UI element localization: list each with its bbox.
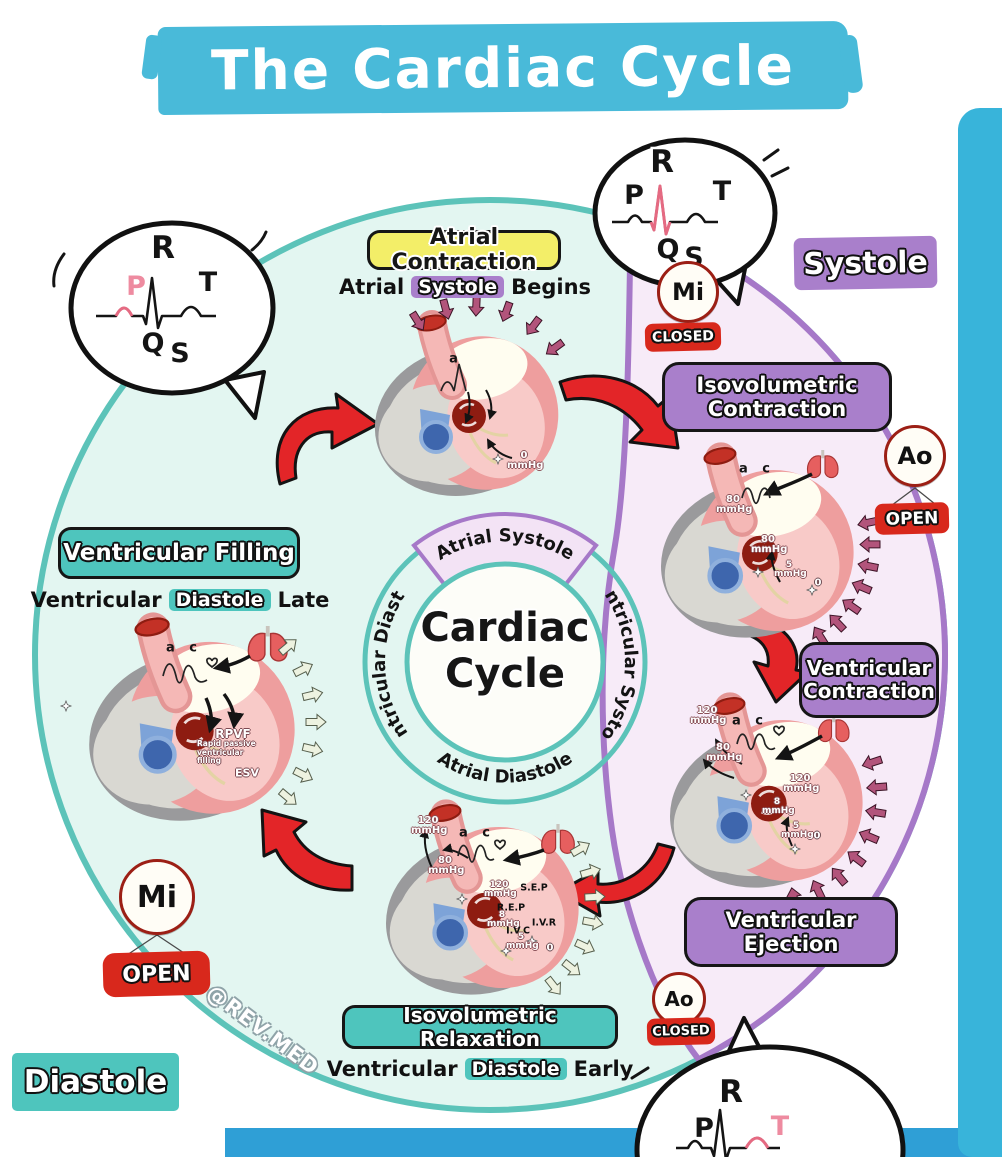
ecg-letter-s: S — [170, 338, 189, 369]
ecg-letter-r: R — [650, 144, 674, 180]
esv-label: ESV — [235, 766, 259, 780]
ecg-letter-t: T — [771, 1111, 790, 1142]
mitral-valve-status-left: OPEN — [102, 950, 211, 998]
systole-badge: Systole — [411, 276, 505, 298]
arrow-filling-to-atrial — [275, 392, 380, 486]
mitral-valve-indicator-top: Mi — [657, 261, 719, 323]
rpvf-label: RPVF — [215, 727, 251, 741]
mitral-valve-indicator-left: Mi — [119, 859, 195, 935]
subtitle-text: Ventricular — [326, 1057, 458, 1081]
center-title-line: Cycle — [445, 650, 565, 697]
subtitle-text: Late — [277, 588, 330, 612]
page-title: The Cardiac Cycle — [210, 33, 796, 103]
pressure-value: 5 mmHg — [781, 821, 814, 840]
stage-label-atrial-contraction: Atrial Contraction — [367, 225, 561, 275]
pressure-value: 8 mmHg — [762, 797, 795, 816]
pressure-wave-letters: a c — [458, 825, 496, 841]
pressure-value: 120 mmHg — [783, 773, 820, 794]
ecg-letter-q: Q — [142, 328, 165, 359]
aortic-valve-status-right: OPEN — [874, 502, 950, 535]
heart-flow-annotations — [162, 363, 823, 869]
cycle-center-title: Cardiac Cycle — [403, 605, 607, 697]
phase-abbr-ivc: I.V.C — [506, 925, 530, 937]
mitral-valve-status-top: CLOSED — [644, 322, 722, 352]
ecg-letter-r: R — [151, 230, 175, 266]
ecg-letter-q: Q — [657, 234, 680, 265]
ecg-letter-p: P — [694, 1113, 714, 1144]
right-paint-stroke — [958, 108, 1002, 1157]
diastole-badge: Diastole — [464, 1058, 567, 1080]
stage-label-ventricular-filling: Ventricular Filling — [58, 527, 300, 579]
label-line: Contraction — [707, 397, 847, 421]
pressure-value: 0 — [813, 830, 821, 842]
label-line: Ventricular — [806, 656, 932, 680]
subtitle-text: Begins — [511, 275, 592, 299]
subtitle-text: Atrial — [338, 275, 405, 299]
ecg-letter-r: R — [719, 1074, 743, 1110]
phase-abbr-sep: S.E.P — [520, 882, 548, 894]
subtitle-text: Early — [573, 1057, 634, 1081]
pressure-value: 120 mmHg — [484, 880, 517, 899]
pressure-value: 5 mmHg — [774, 560, 807, 579]
pressure-wave-letters: a c — [165, 640, 203, 656]
pressure-value: 80 mmHg — [706, 742, 743, 763]
aortic-valve-status-bottom: CLOSED — [646, 1017, 716, 1046]
subtitle-text: Ventricular — [30, 588, 162, 612]
ecg-letter-p: P — [126, 271, 146, 302]
title-banner: The Cardiac Cycle — [157, 20, 849, 116]
pressure-value: 0 — [814, 577, 822, 589]
stage-subtitle-ventricular-filling: Ventricular Diastole Late — [31, 584, 330, 616]
ecg-letter-t: T — [713, 176, 732, 207]
aortic-valve-indicator-right: Ao — [884, 425, 946, 487]
phase-abbr-ivr: I.V.R — [531, 917, 557, 929]
stage-subtitle-atrial-contraction: Atrial Systole Begins — [339, 272, 591, 302]
pressure-value: 0 — [546, 942, 554, 954]
label-line: Isovolumetric — [696, 372, 858, 397]
ecg-bubble-t-wave: P R T — [630, 1016, 906, 1157]
pressure-value: 120 mmHg — [690, 705, 727, 726]
pressure-value: 8 mmHg — [487, 910, 520, 929]
pressure-wave-letters: a c — [731, 713, 769, 729]
arrow-atrial-to-isocontraction — [558, 374, 680, 450]
ecg-bubble-p-wave: P R T Q S — [52, 220, 276, 420]
pressure-value: 120 mmHg — [411, 815, 448, 836]
stage-label-ventricular-contraction: Ventricular Contraction — [799, 642, 939, 718]
phase-abbr-rep: R.E.P — [496, 902, 526, 914]
ecg-bubble-qrs: P R T Q S — [592, 137, 790, 306]
pressure-value: 80 mmHg — [716, 494, 753, 515]
stage-label-isovolumetric-contraction: Isovolumetric Contraction — [662, 362, 892, 432]
label-line: Ejection — [743, 932, 839, 956]
ecg-letter-t: T — [199, 267, 218, 298]
pressure-value: 0 mmHg — [507, 450, 544, 471]
stage-label-isovolumetric-relaxation: Isovolumetric Relaxation — [342, 1003, 618, 1051]
rpvf-full-label: Rapid passive ventricular filling — [197, 739, 256, 766]
section-header-diastole: Diastole — [12, 1053, 179, 1111]
pressure-value: 80 mmHg — [751, 534, 788, 555]
label-line: Contraction — [803, 679, 935, 703]
diastole-badge: Diastole — [168, 589, 271, 611]
pressure-wave-letters: a — [449, 351, 463, 367]
stage-label-ventricular-ejection: Ventricular Ejection — [684, 897, 898, 967]
label-line: Ventricular — [725, 907, 857, 932]
pressure-value: 80 mmHg — [428, 855, 465, 876]
ecg-letter-p: P — [624, 180, 644, 211]
center-title-line: Cardiac — [420, 605, 590, 651]
pressure-value: 5 mmHg — [506, 932, 539, 951]
stage-subtitle-isovolumetric-relaxation: Ventricular Diastole Early — [326, 1052, 634, 1086]
pressure-wave-letters: a c — [738, 461, 776, 477]
section-header-systole: Systole — [793, 235, 938, 291]
arrow-isorelaxation-to-filling — [260, 808, 354, 892]
